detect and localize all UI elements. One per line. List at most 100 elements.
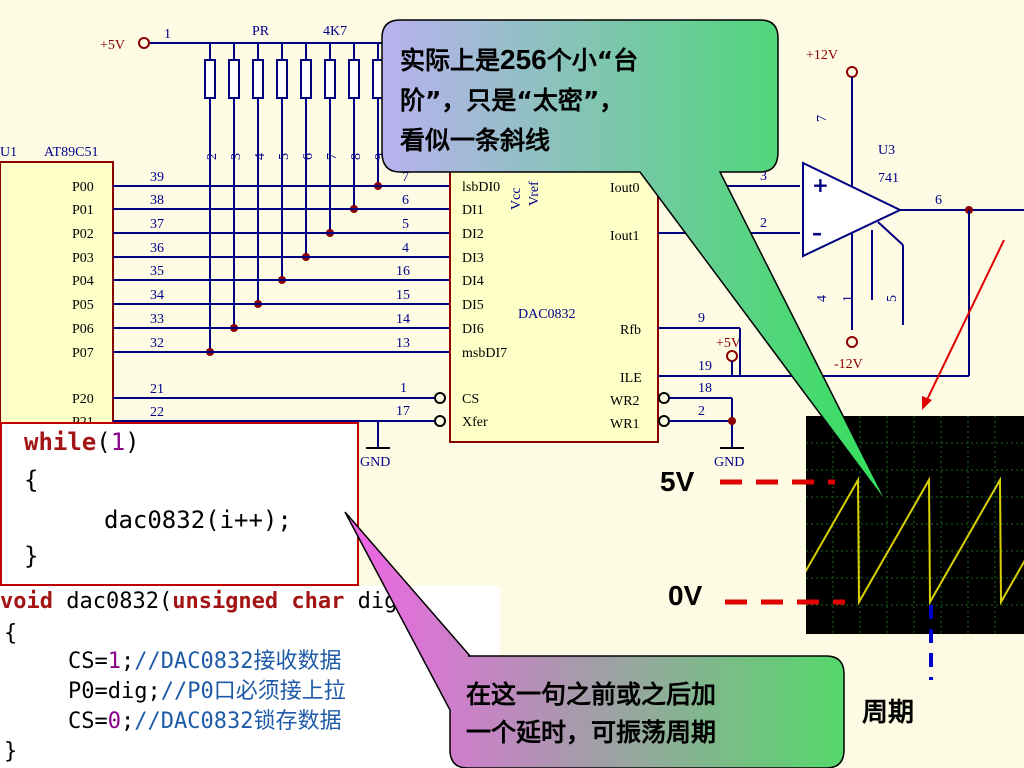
u1-pin-number: 32 <box>150 336 164 351</box>
pin1-label: 1 <box>164 27 171 42</box>
u1-port-label: P04 <box>72 274 94 289</box>
dac-pin-name: DI4 <box>462 274 484 289</box>
resistor <box>252 59 264 99</box>
wr-junction <box>728 417 736 425</box>
code-fn-brace-open: { <box>4 621 18 646</box>
u1-port-label: P05 <box>72 298 94 313</box>
supply-m12v-label: -12V <box>834 357 863 372</box>
red-arrow-head <box>922 396 932 410</box>
dac-5v-terminal <box>726 350 738 362</box>
dac-pin-name: CS <box>462 392 479 407</box>
supply-12v-terminal <box>846 66 858 78</box>
callout-top-suffix: 个小“台 <box>546 46 639 75</box>
code-p0-comment: //P0口必须接上拉 <box>160 679 346 704</box>
u1-pin-number: 39 <box>150 170 164 185</box>
label-5v: 5V <box>660 466 695 497</box>
supply-5v-terminal <box>138 37 150 49</box>
resistor <box>204 59 216 99</box>
u3-minus: – <box>812 221 822 245</box>
dac-pin-number: 15 <box>396 288 410 303</box>
u3-pin2-label: 2 <box>760 216 767 231</box>
u1-port-label: P02 <box>72 227 94 242</box>
dac-pin-number: 16 <box>396 264 410 279</box>
xfer-pin-num: 17 <box>396 404 410 419</box>
u1-port-label: P07 <box>72 346 94 361</box>
resistor <box>276 59 288 99</box>
u3-pin1-label: 1 <box>841 295 856 302</box>
paren-open: ( <box>96 428 111 456</box>
resistor <box>324 59 336 99</box>
code-function-box: void dac0832(unsigned char dig) { CS=1;/… <box>0 586 500 768</box>
dac-vcc-label: Vcc <box>509 187 524 210</box>
dac-pin-number: 13 <box>396 336 410 351</box>
u1-port-label: P00 <box>72 180 94 195</box>
period-end-marker <box>929 605 933 680</box>
sawtooth-trace <box>806 476 1024 606</box>
u1-ref: U1 <box>0 145 17 160</box>
dac-pin-number: 4 <box>402 241 409 256</box>
dac-pin-number: 5 <box>402 217 409 232</box>
u1-pins: P0039P0138P0237P0336P0435P0534P0633P0732… <box>72 170 450 430</box>
resistor-pin-label: 5 <box>277 153 292 160</box>
code-line-p0: P0=dig;//P0口必须接上拉 <box>68 678 346 706</box>
u3-pin3-label: 3 <box>760 169 767 184</box>
callout-top-text: 实际上是256个小“台 阶”，只是“太密”， 看似一条斜线 <box>400 40 760 161</box>
resistor-pin-label: 2 <box>205 153 220 160</box>
dac-wr1: WR1 <box>610 417 640 432</box>
supply-m12v-terminal <box>846 336 858 348</box>
u1-port-label: P06 <box>72 322 94 337</box>
u3-pin7-label: 7 <box>815 115 830 122</box>
u3-part: 741 <box>878 171 899 186</box>
fn-name: dac0832( <box>52 589 173 614</box>
resistor-pin-label: 8 <box>349 153 364 160</box>
u1-part: AT89C51 <box>44 145 98 160</box>
u3-plus: + <box>812 173 829 197</box>
dac-pin-name: lsbDI0 <box>462 180 500 195</box>
wr1-pin-num: 2 <box>698 404 705 419</box>
code-cs0: CS= <box>68 709 108 734</box>
dac-pin-name: DI2 <box>462 227 484 242</box>
dac-iout0: Iout0 <box>610 181 640 196</box>
code-cs0-comment: //DAC0832锁存数据 <box>134 709 342 734</box>
callout-bottom-text: 在这一句之前或之后加 一个延时，可振荡周期 <box>466 676 846 752</box>
code-cs1-comment: //DAC0832接收数据 <box>134 649 342 674</box>
u3-pin4-label: 4 <box>815 295 830 302</box>
u1-pin-number: 35 <box>150 264 164 279</box>
code-call: dac0832(i++); <box>104 506 292 534</box>
u1-pin-number: 36 <box>150 241 164 256</box>
u1-port-label: P03 <box>72 251 94 266</box>
u1-pin-number: 22 <box>150 405 164 420</box>
dac-part: DAC0832 <box>518 307 576 322</box>
supply-5v-label: +5V <box>100 38 125 53</box>
dac-pin-number: 7 <box>402 170 409 185</box>
u3-pin5-diag <box>877 221 904 246</box>
code-brace-close: } <box>24 542 39 570</box>
code-cs1: CS= <box>68 649 108 674</box>
cs-bubble <box>434 392 446 404</box>
wr2-bubble <box>658 392 670 404</box>
code-p0: P0=dig; <box>68 679 161 704</box>
code-brace-open: { <box>24 466 39 494</box>
u3-ref: U3 <box>878 143 895 158</box>
xfer-bubble <box>434 415 446 427</box>
callout-top-line3: 看似一条斜线 <box>400 126 551 155</box>
u1-port-label: P20 <box>72 392 94 407</box>
u1-pin-number: 21 <box>150 382 164 397</box>
dac-pin-name: DI3 <box>462 251 484 266</box>
u3-pin6-label: 6 <box>935 193 942 208</box>
code-while-line: while(1) <box>24 428 140 456</box>
code-cs1-semi: ; <box>121 649 135 674</box>
dac-wr2: WR2 <box>610 394 640 409</box>
red-arrow-line <box>924 239 1005 405</box>
dac-rfb: Rfb <box>620 323 641 338</box>
dac-ile: ILE <box>620 371 642 386</box>
dac-pin-name: DI6 <box>462 322 484 337</box>
resistor <box>300 59 312 99</box>
code-line-cs1: CS=1;//DAC0832接收数据 <box>68 648 341 676</box>
fn-param: dig) <box>344 589 411 614</box>
resistor-value: 4K7 <box>323 24 347 39</box>
callout-top-256: 256 <box>500 44 547 75</box>
u1-pin-number: 33 <box>150 312 164 327</box>
resistor <box>348 59 360 99</box>
rfb-pin-num: 9 <box>698 311 705 326</box>
